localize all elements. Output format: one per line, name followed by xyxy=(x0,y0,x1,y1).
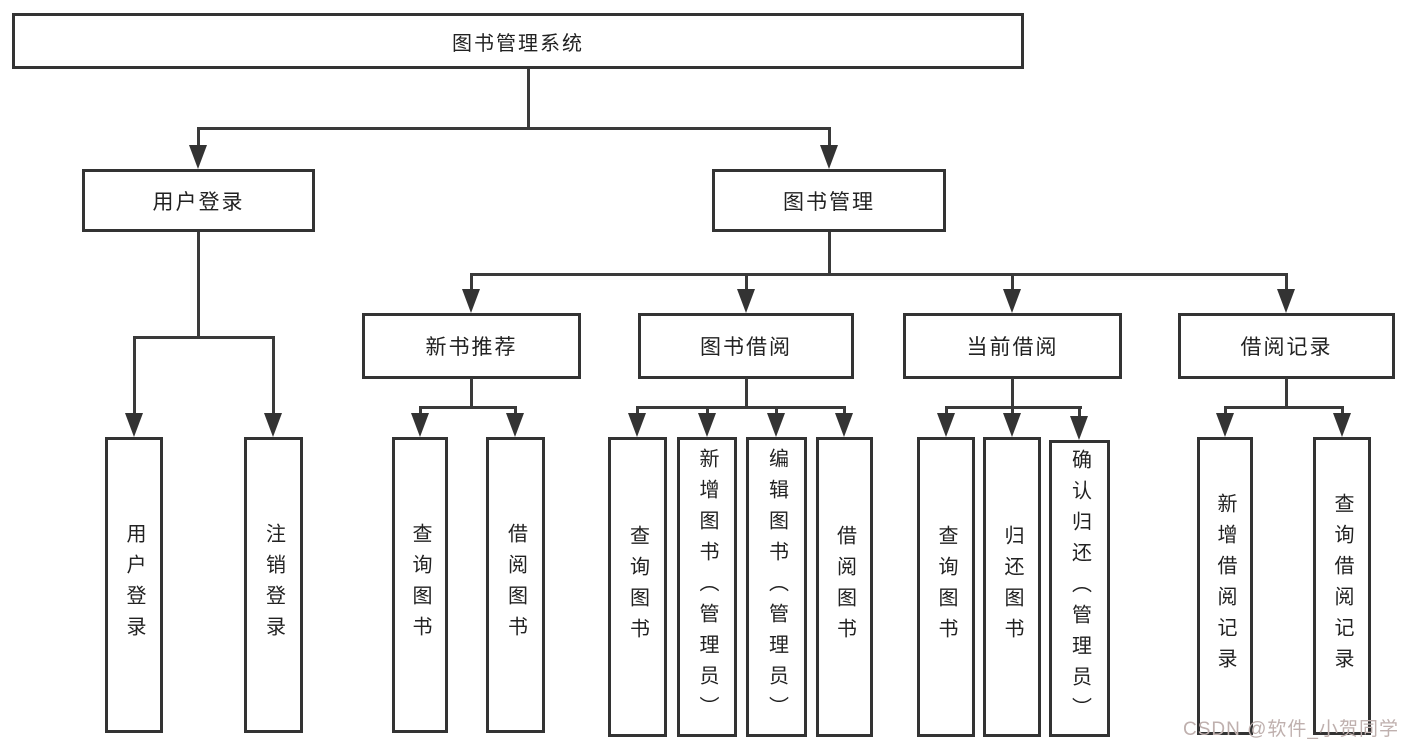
node-label: 借阅记录 xyxy=(1240,336,1333,359)
connector-vline xyxy=(1011,273,1014,291)
connector-vline xyxy=(1078,406,1081,419)
connector-vline xyxy=(470,378,473,409)
connector-vline xyxy=(1011,378,1014,409)
arrowhead-down-icon xyxy=(937,413,955,437)
leaf-logout: 注销登录 xyxy=(244,437,303,733)
connector-vline xyxy=(197,232,200,339)
connector-vline xyxy=(745,378,748,409)
leaf-return-books: 归还图书 xyxy=(983,437,1041,737)
connector-vline xyxy=(272,336,275,416)
node-current-borrowing: 当前借阅 xyxy=(903,313,1122,379)
connector-vline xyxy=(706,406,709,416)
connector-vline xyxy=(1285,273,1288,291)
leaf-query-borrow-record: 查询借阅记录 xyxy=(1313,437,1371,735)
connector-hline xyxy=(470,273,1288,276)
connector-vline xyxy=(514,406,517,416)
leaf-query-books-recommend: 查询图书 xyxy=(392,437,448,733)
connector-vline xyxy=(636,406,639,416)
node-new-book-recommend: 新书推荐 xyxy=(362,313,581,379)
connector-vline xyxy=(775,406,778,416)
leaf-borrow-books-recommend: 借阅图书 xyxy=(486,437,545,733)
node-label: 注销登录 xyxy=(262,523,285,647)
arrowhead-down-icon xyxy=(1333,413,1351,437)
arrowhead-down-icon xyxy=(835,413,853,437)
node-label: 用户登录 xyxy=(123,523,145,647)
node-label: 用户登录 xyxy=(152,190,245,214)
arrowhead-down-icon xyxy=(628,413,646,437)
arrowhead-down-icon xyxy=(189,145,207,169)
node-label: 确认归还（管理员） xyxy=(1068,449,1091,728)
connector-hline xyxy=(1224,406,1344,409)
connector-vline xyxy=(828,127,831,147)
node-label: 查询图书 xyxy=(626,525,649,649)
node-book-management: 图书管理 xyxy=(712,169,946,232)
node-book-borrowing: 图书借阅 xyxy=(638,313,854,379)
node-label: 借阅图书 xyxy=(833,525,856,649)
arrowhead-down-icon xyxy=(698,413,716,437)
node-label: 图书管理 xyxy=(783,190,875,214)
node-label: 借阅图书 xyxy=(504,523,527,647)
connector-hline xyxy=(419,406,517,409)
arrowhead-down-icon xyxy=(1216,413,1234,437)
arrowhead-down-icon xyxy=(737,289,755,313)
node-label: 查询图书 xyxy=(409,523,431,647)
leaf-confirm-return-admin: 确认归还（管理员） xyxy=(1049,440,1110,737)
node-label: 编辑图书（管理员） xyxy=(765,447,788,727)
node-label: 新书推荐 xyxy=(425,336,518,359)
leaf-edit-books-admin: 编辑图书（管理员） xyxy=(746,437,807,737)
node-label: 当前借阅 xyxy=(966,336,1059,359)
csdn-watermark: CSDN @软件_小贺同学 xyxy=(1183,719,1399,740)
arrowhead-down-icon xyxy=(411,413,429,437)
arrowhead-down-icon xyxy=(1277,289,1295,313)
node-label: 图书管理系统 xyxy=(452,32,584,55)
node-borrowing-records: 借阅记录 xyxy=(1178,313,1395,379)
leaf-query-books-current: 查询图书 xyxy=(917,437,975,737)
leaf-user-login: 用户登录 xyxy=(105,437,163,733)
connector-vline xyxy=(197,127,200,147)
arrowhead-down-icon xyxy=(264,413,282,437)
node-label: 新增借阅记录 xyxy=(1214,493,1236,679)
connector-hline xyxy=(133,336,275,339)
connector-hline xyxy=(197,127,831,130)
leaf-add-books-admin: 新增图书（管理员） xyxy=(677,437,737,737)
arrowhead-down-icon xyxy=(1070,416,1088,440)
connector-vline xyxy=(945,406,948,416)
connector-vline xyxy=(1285,378,1288,409)
leaf-borrow-books: 借阅图书 xyxy=(816,437,873,737)
node-label: 图书借阅 xyxy=(700,336,792,359)
connector-vline xyxy=(745,273,748,291)
leaf-query-books-borrow: 查询图书 xyxy=(608,437,667,737)
connector-vline xyxy=(1011,406,1014,416)
node-label: 新增图书（管理员） xyxy=(696,447,718,727)
node-label: 归还图书 xyxy=(1001,525,1023,649)
connector-hline xyxy=(636,406,846,409)
connector-vline xyxy=(843,406,846,416)
connector-vline xyxy=(828,232,831,276)
node-label: 查询图书 xyxy=(935,525,957,649)
arrowhead-down-icon xyxy=(820,145,838,169)
connector-vline xyxy=(1224,406,1227,416)
connector-vline xyxy=(470,273,473,291)
connector-vline xyxy=(419,406,422,416)
node-library-management-system: 图书管理系统 xyxy=(12,13,1024,69)
connector-vline xyxy=(1341,406,1344,416)
node-user-login-group: 用户登录 xyxy=(82,169,315,232)
arrowhead-down-icon xyxy=(125,413,143,437)
arrowhead-down-icon xyxy=(1003,413,1021,437)
arrowhead-down-icon xyxy=(1003,289,1021,313)
arrowhead-down-icon xyxy=(462,289,480,313)
connector-vline xyxy=(133,336,136,416)
node-label: 查询借阅记录 xyxy=(1331,493,1353,679)
leaf-add-borrow-record: 新增借阅记录 xyxy=(1197,437,1253,735)
arrowhead-down-icon xyxy=(506,413,524,437)
connector-vline xyxy=(527,69,530,127)
arrowhead-down-icon xyxy=(767,413,785,437)
